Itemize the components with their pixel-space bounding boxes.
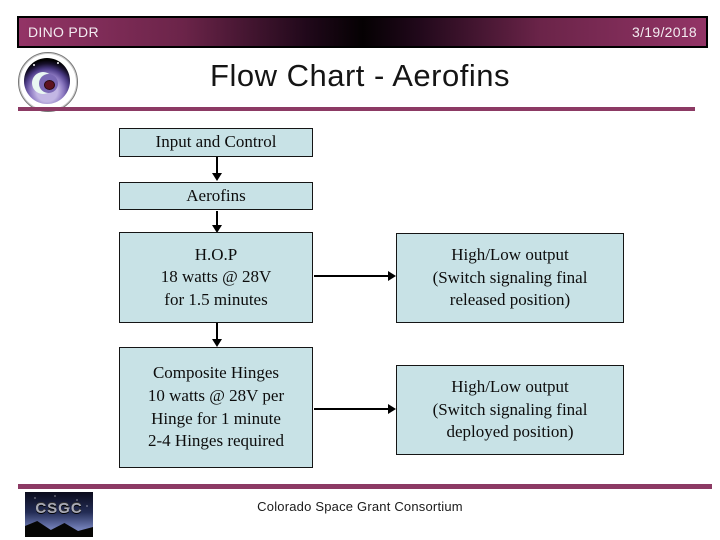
flow-box-line: H.O.P bbox=[194, 244, 238, 264]
header-bar: DINO PDR 3/19/2018 bbox=[17, 16, 708, 48]
flow-box-line: (Switch signaling final bbox=[432, 267, 588, 287]
flow-box-line: for 1.5 minutes bbox=[164, 289, 268, 309]
flow-box-line: Input and Control bbox=[155, 132, 277, 152]
star-icon bbox=[57, 62, 59, 64]
satellite-icon bbox=[44, 80, 55, 90]
flow-box-composite-hinges: Composite Hinges 10 watts @ 28V per Hing… bbox=[119, 347, 313, 468]
footer-divider bbox=[18, 484, 712, 489]
arrow-down-input-to-aerofins bbox=[212, 157, 222, 181]
flow-box-line: released position) bbox=[449, 290, 571, 310]
flow-box-high-low-released: High/Low output (Switch signaling final … bbox=[396, 233, 624, 323]
flow-box-high-low-deployed: High/Low output (Switch signaling final … bbox=[396, 365, 624, 455]
mission-patch-icon bbox=[18, 52, 78, 112]
flow-box-line: (Switch signaling final bbox=[432, 399, 588, 419]
star-icon bbox=[33, 64, 35, 66]
arrow-right-hinges-to-deployed bbox=[314, 404, 396, 414]
flow-box-hop: H.O.P 18 watts @ 28V for 1.5 minutes bbox=[119, 232, 313, 323]
flow-box-line: 18 watts @ 28V bbox=[160, 267, 272, 287]
footer-organization: Colorado Space Grant Consortium bbox=[257, 499, 463, 514]
title-divider bbox=[18, 107, 695, 111]
flow-box-input-and-control: Input and Control bbox=[119, 128, 313, 157]
flow-box-line: deployed position) bbox=[446, 422, 574, 442]
flow-box-line: High/Low output bbox=[451, 377, 569, 397]
flow-box-line: Composite Hinges bbox=[152, 363, 280, 383]
arrow-down-aerofins-to-hop bbox=[212, 211, 222, 233]
flow-box-line: 2-4 Hinges required bbox=[148, 431, 284, 451]
flow-box-aerofins: Aerofins bbox=[119, 182, 313, 210]
page-title: Flow Chart - Aerofins bbox=[210, 58, 510, 93]
csgc-logo-icon: CSGC bbox=[25, 492, 93, 537]
flow-box-line: Hinge for 1 minute bbox=[151, 408, 281, 428]
flow-box-line: Aerofins bbox=[186, 185, 246, 205]
csgc-logo-text: CSGC bbox=[35, 500, 83, 517]
mission-patch-globe bbox=[24, 58, 70, 104]
slide-date: 3/19/2018 bbox=[632, 24, 697, 40]
mountains-icon bbox=[25, 521, 93, 537]
flow-box-line: 10 watts @ 28V per bbox=[147, 385, 285, 405]
arrow-down-hop-to-hinges bbox=[212, 323, 222, 347]
arrow-right-hop-to-released bbox=[314, 271, 396, 281]
project-label: DINO PDR bbox=[28, 24, 99, 40]
flow-box-line: High/Low output bbox=[451, 245, 569, 265]
